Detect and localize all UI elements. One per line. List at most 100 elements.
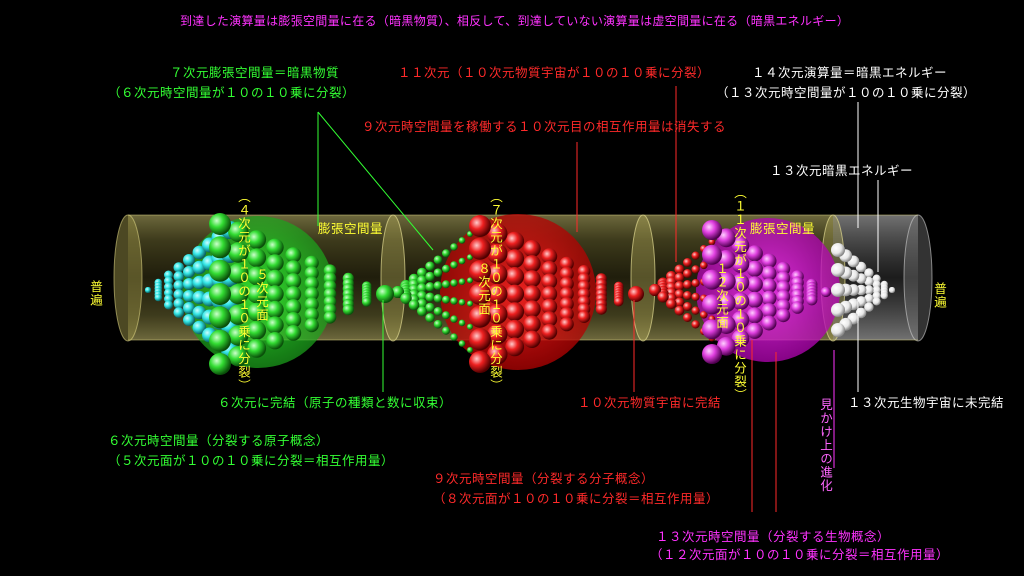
red-cone-ball — [559, 297, 574, 312]
cyan-cone-ball — [183, 290, 195, 302]
magenta-cone-ball — [702, 244, 722, 265]
green-small-cone-ball — [467, 254, 473, 261]
red-cone-ball — [505, 231, 525, 251]
magenta-cone-ball — [746, 260, 763, 277]
red-cone — [469, 215, 640, 373]
green-small-cone-ball — [450, 279, 458, 287]
red-cone-ball — [541, 323, 558, 340]
red-cone-ball — [469, 283, 491, 305]
cyan-cone-ball — [145, 287, 151, 293]
green-small-cone-ball — [467, 277, 473, 284]
green-small-cone-ball — [442, 264, 450, 273]
red-cone-ball — [559, 256, 574, 271]
magenta-cone-ball — [716, 336, 736, 356]
red-small-cone-ball — [683, 302, 692, 311]
red-cone-ball — [559, 307, 574, 322]
green-small-cone-ball — [433, 281, 443, 290]
red-complete-label: １０次元物質宇宙に完結 — [578, 395, 722, 410]
red-tip-ball — [628, 286, 644, 302]
white-cone-ball — [872, 285, 881, 295]
magenta-cone-ball — [761, 303, 777, 319]
red-small-cone-ball — [708, 238, 716, 246]
green-small-cone-ball — [417, 298, 427, 309]
green-small-cone-ball — [425, 271, 435, 282]
green-small-cone-ball — [433, 294, 443, 303]
red-cone-ball — [487, 303, 508, 325]
green-small-cone-ball — [442, 295, 450, 304]
magenta-cone-ball — [746, 307, 763, 324]
red-small-cone-ball — [657, 291, 669, 303]
magenta-cone-ball — [731, 236, 750, 255]
white-cone-ball — [872, 297, 881, 306]
red-cone-ball — [505, 302, 525, 321]
magenta-cone-ball — [791, 301, 804, 314]
green-bottom-label-2: （５次元面が１０の１０乗に分裂＝相互作用量） — [108, 453, 395, 468]
green-cone-ball — [285, 273, 302, 289]
green-small-cone-ball — [433, 307, 443, 316]
green-cone-ball — [266, 316, 284, 334]
green-cone-ball — [209, 259, 231, 282]
tube-left-end — [113, 214, 143, 342]
green-cone-ball — [209, 213, 231, 235]
green-small-cone-ball — [425, 292, 435, 302]
red-cone-ball — [487, 324, 508, 345]
red-cone-ball — [469, 237, 491, 260]
green-small-cone-ball — [458, 257, 466, 265]
magenta-bottom-label-2: （１２次元面が１０の１０乗に分裂＝相互作用量） — [650, 547, 950, 562]
white-cone-ball — [864, 268, 874, 278]
red-cone-ball — [505, 249, 525, 269]
white-cone-ball — [889, 287, 895, 293]
red-top-label-1: １１次元（１０次元物質宇宙が１０の１０乗に分裂） — [398, 65, 711, 80]
magenta-cone-ball — [761, 290, 777, 306]
green-complete-label: ６次元に完結（原子の種類と数に収束） — [218, 395, 453, 410]
green-small-cone-ball — [425, 282, 435, 292]
red-small-cone-ball — [691, 320, 700, 329]
green-small-cone-ball — [450, 243, 458, 251]
red-cone-ball — [469, 351, 491, 373]
green-cone-ball — [304, 297, 319, 312]
magenta-cone-ball — [702, 269, 722, 290]
green-cone-ball — [247, 302, 267, 322]
magenta-cone-ball — [776, 308, 791, 323]
green-cone-ball — [266, 300, 284, 319]
green-cone-ball — [266, 269, 284, 288]
red-small-cone-ball — [674, 272, 685, 283]
red-small-cone-ball — [691, 306, 700, 315]
red-cone-ball — [523, 270, 541, 288]
white-bottom-label: １３次元生物宇宙に未完結 — [848, 395, 1005, 410]
red-cone-ball — [559, 317, 574, 332]
red-small-cone-ball — [683, 269, 692, 278]
green-small-cone-ball — [458, 299, 466, 306]
green-small-cone-ball — [425, 261, 435, 271]
top-caption: 到達した演算量は膨張空間量に在る（暗黒物質）、相反して、到達していない演算量は虚… — [180, 14, 850, 28]
magenta-cone-ball — [821, 287, 831, 297]
green-cone-ball — [228, 263, 249, 284]
magenta-cone-ball — [746, 291, 763, 308]
cyan-cone-ball — [173, 271, 185, 282]
green-cone-ball — [342, 304, 354, 316]
magenta-cone-ball — [702, 319, 722, 340]
green-small-cone-ball — [392, 286, 404, 298]
red-cone-ball — [469, 260, 491, 283]
cyan-cone-ball — [173, 289, 185, 300]
green-cone-ball — [228, 242, 249, 263]
v5-label-b: （４次元が１０の１０乗に分裂） — [236, 190, 251, 393]
green-cone-ball — [304, 266, 319, 281]
white-cone-ball — [831, 263, 845, 277]
red-cone-ball — [577, 310, 591, 324]
green-small-cone-ball — [458, 237, 466, 244]
red-cone-ball — [523, 285, 541, 303]
red-small-cone-ball — [674, 305, 685, 316]
white-cone-ball — [831, 323, 845, 337]
green-cone-ball — [266, 332, 284, 350]
green-cone-ball — [209, 329, 231, 352]
magenta-cone-ball — [761, 278, 777, 294]
green-small-cone-ball — [433, 268, 443, 278]
green-small-cone-ball — [417, 283, 427, 294]
green-cone-ball — [266, 238, 284, 256]
magenta-cone-ball — [761, 253, 777, 269]
green-cone-ball — [304, 307, 319, 322]
left-end-label: 普遍 — [88, 280, 103, 307]
white-cone-ball — [831, 243, 845, 257]
